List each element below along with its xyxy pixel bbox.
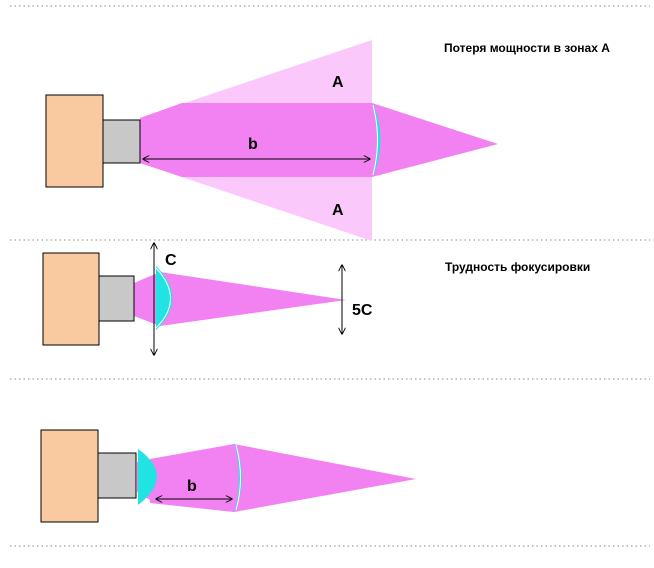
laser-nozzle: [98, 275, 135, 322]
beam-focus-cone: [160, 272, 346, 326]
laser-body: [40, 429, 99, 523]
focusing-lens: [234, 442, 242, 513]
panel-power-loss: b A A Потеря мощности в зонах А: [45, 40, 610, 241]
beam-expanding: [150, 444, 234, 512]
beam-focusing-cone: [234, 444, 416, 512]
panel-telescope: b: [40, 429, 416, 523]
expander-lens: [138, 449, 157, 505]
panel-focusing-difficulty: C 5C Трудность фокусировки: [42, 243, 590, 355]
lens-edge: [372, 104, 378, 176]
aperture-lens: [156, 266, 173, 330]
laser-body: [45, 94, 104, 188]
laser-nozzle: [102, 119, 141, 164]
focusing-lens: [373, 103, 381, 177]
aperture-lens-edge: [155, 267, 171, 329]
focusing-lens-edge: [235, 444, 241, 511]
distance-label-b: b: [187, 478, 197, 495]
caption-power-loss: Потеря мощности в зонах А: [444, 41, 610, 55]
aperture-label-c: C: [165, 252, 177, 269]
caption-focusing-difficulty: Трудность фокусировки: [445, 260, 590, 274]
spot-label-5c: 5C: [352, 302, 373, 319]
beam-focusing-cone: [372, 103, 498, 177]
laser-body: [42, 252, 100, 346]
distance-label-b: b: [248, 136, 258, 153]
zone-label-a-top: A: [332, 74, 344, 91]
zone-label-a-bottom: A: [332, 202, 344, 219]
laser-nozzle: [97, 452, 137, 499]
